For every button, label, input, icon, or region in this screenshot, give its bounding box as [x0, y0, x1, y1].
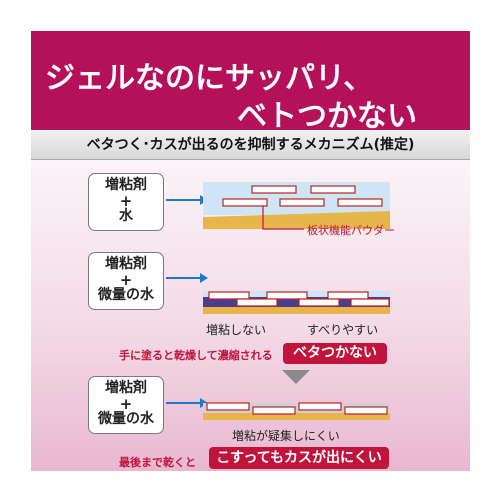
- diagram-area: 増粘剤 + 水 板状機能パウダー 増粘剤 + 微量の水: [31, 160, 470, 471]
- step-2-right-label: すべりやすい: [307, 323, 379, 337]
- step-3-caption: 最後まで乾くと: [119, 456, 196, 469]
- arrow-icon: [166, 398, 208, 408]
- mechanism-card: ジェルなのにサッパリ、 ベトつかない ベタつく･カスが出るのを抑制するメカニズム…: [31, 31, 470, 471]
- mechanism-subtitle: ベタつく･カスが出るのを抑制するメカニズム(推定): [31, 130, 470, 160]
- step-2-result: ベタつかない: [283, 343, 387, 364]
- diagram-step-3: [203, 402, 390, 420]
- film-layer: [203, 403, 390, 413]
- powder-plate: [337, 198, 383, 207]
- annotation-leader: [262, 206, 304, 230]
- powder-plate: [298, 402, 342, 411]
- arrow-icon: [166, 195, 208, 205]
- headline-line-2: ベトつかない: [237, 99, 417, 134]
- powder-plate: [279, 198, 325, 207]
- polymer-layer: [203, 297, 390, 307]
- skin-layer: [203, 307, 390, 314]
- header-banner: ジェルなのにサッパリ、 ベトつかない: [31, 31, 470, 134]
- powder-annotation: 板状機能パウダー: [307, 224, 395, 237]
- headline-line-1: ジェルなのにサッパリ、: [45, 61, 374, 96]
- ingredient-thickener: 増粘剤: [105, 256, 147, 272]
- ingredient-thickener: 増粘剤: [105, 380, 147, 396]
- ingredient-box-2: 増粘剤 + 微量の水: [88, 252, 164, 310]
- step-2-left-label: 増粘しない: [206, 323, 267, 337]
- powder-plate: [350, 298, 390, 307]
- powder-plate: [252, 406, 296, 415]
- step-2-caption: 手に塗ると乾燥して濃縮される: [119, 349, 273, 362]
- down-arrow-icon: [282, 370, 310, 384]
- powder-plate: [344, 406, 388, 415]
- powder-plate: [266, 291, 308, 300]
- ingredient-plus: +: [119, 395, 133, 413]
- powder-plate: [310, 185, 356, 194]
- diagram-step-2: [203, 291, 390, 314]
- skin-layer: [203, 211, 390, 229]
- powder-plate: [298, 298, 340, 307]
- ingredient-water: 微量の水: [98, 287, 154, 303]
- ingredient-box-1: 増粘剤 + 水: [88, 173, 164, 231]
- ingredient-plus: +: [119, 271, 133, 289]
- diagram-step-1: [203, 182, 390, 230]
- step-3-label: 増粘が疑集しにくい: [232, 429, 340, 443]
- arrow-icon: [166, 273, 208, 283]
- ingredient-box-3: 増粘剤 + 微量の水: [88, 376, 164, 434]
- powder-plate: [251, 185, 297, 194]
- ingredient-plus: +: [119, 192, 133, 210]
- powder-plate: [236, 298, 278, 307]
- powder-plate: [327, 291, 369, 300]
- powder-plate: [206, 402, 250, 411]
- skin-layer: [203, 413, 390, 420]
- ingredient-water: 水: [119, 208, 133, 224]
- ingredient-thickener: 増粘剤: [105, 177, 147, 193]
- step-3-result: こすってもカスが出にくい: [209, 447, 389, 469]
- ingredient-water: 微量の水: [98, 411, 154, 427]
- powder-plate: [208, 291, 250, 300]
- powder-plate: [222, 198, 268, 207]
